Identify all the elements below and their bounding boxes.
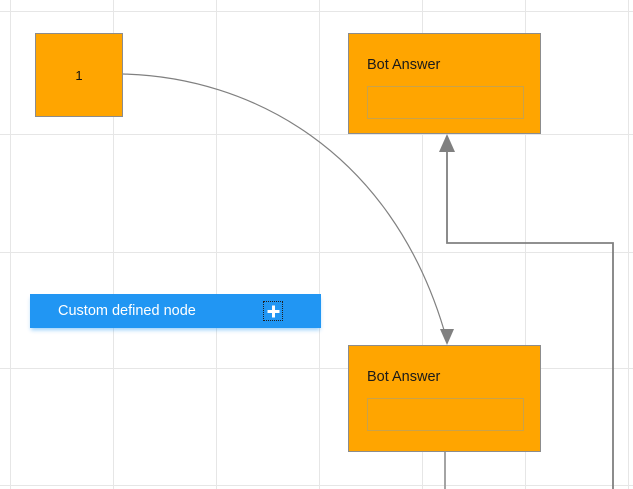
bot-answer-title-bottom: Bot Answer	[367, 369, 441, 385]
bot-answer-slot-bottom[interactable]	[367, 398, 524, 431]
plus-icon[interactable]	[263, 301, 283, 321]
bot-answer-slot-top[interactable]	[367, 86, 524, 119]
bot-answer-title-top: Bot Answer	[367, 57, 441, 73]
start-node[interactable]: 1	[35, 33, 123, 117]
start-node-label: 1	[75, 67, 83, 83]
bot-answer-node-bottom[interactable]: Bot Answer	[348, 345, 541, 452]
bot-answer-node-top[interactable]: Bot Answer	[348, 33, 541, 134]
custom-defined-node-label: Custom defined node	[58, 302, 196, 319]
custom-defined-node-bar[interactable]: Custom defined node	[30, 294, 321, 328]
